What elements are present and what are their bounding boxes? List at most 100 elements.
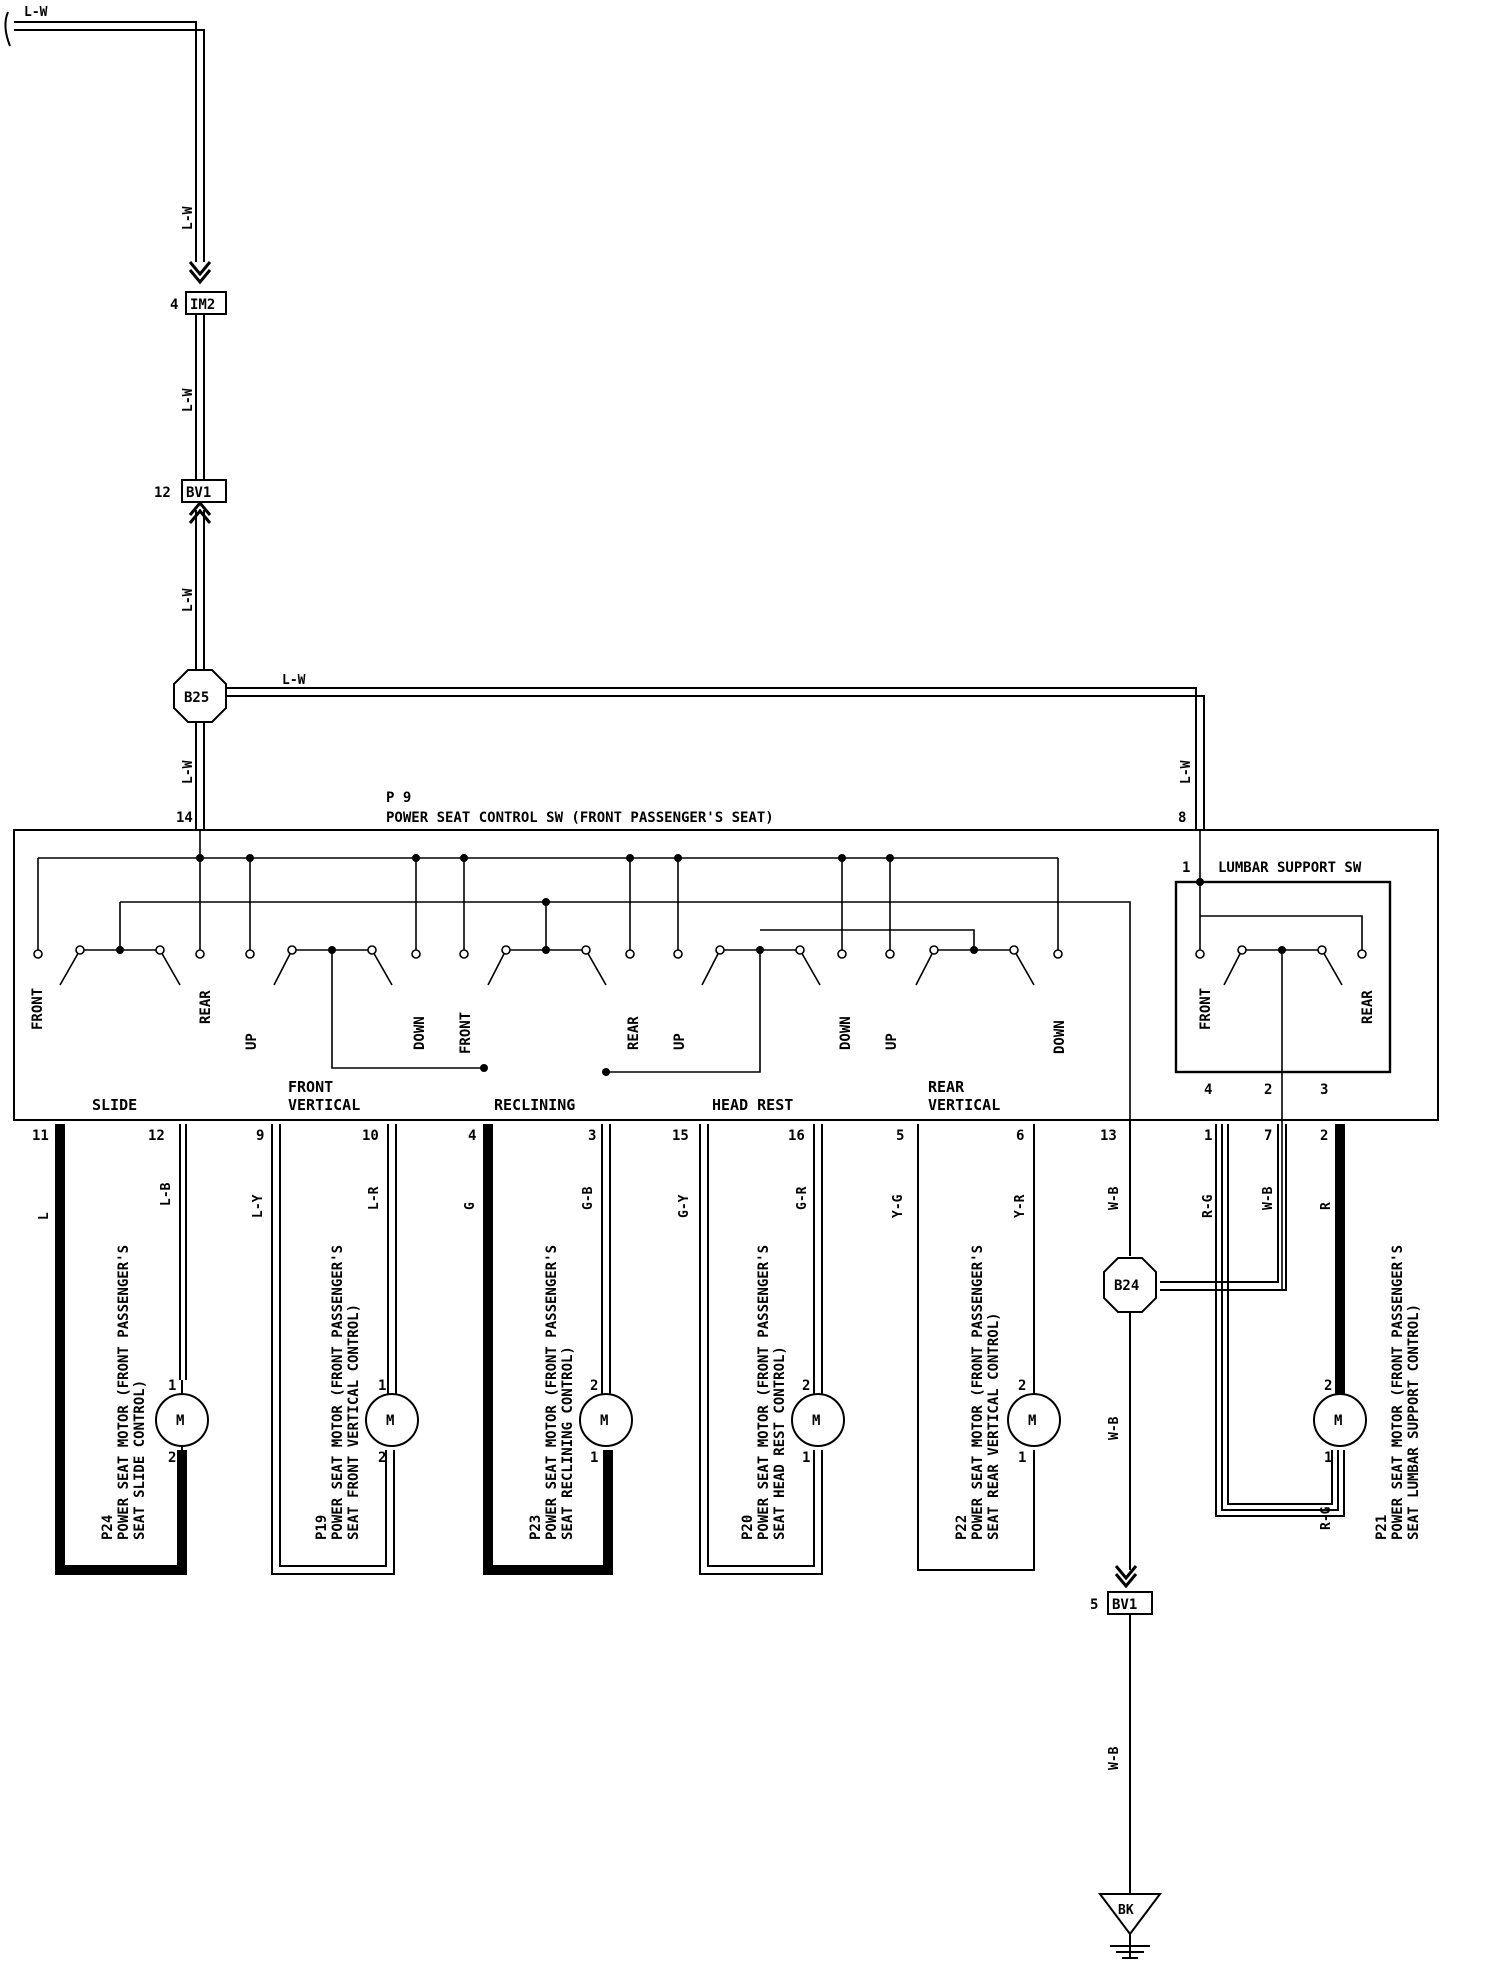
svg-text:2: 2 <box>1264 1082 1272 1098</box>
svg-text:DOWN: DOWN <box>1052 1020 1068 1054</box>
wire-label-lw: L-W <box>181 588 196 612</box>
svg-text:SEAT REAR VERTICAL CONTROL): SEAT REAR VERTICAL CONTROL) <box>986 1312 1002 1540</box>
svg-text:L-Y: L-Y <box>251 1194 266 1218</box>
svg-text:3: 3 <box>1320 1082 1328 1098</box>
svg-text:8: 8 <box>1178 810 1186 826</box>
svg-text:SEAT LUMBAR SUPPORT CONTROL): SEAT LUMBAR SUPPORT CONTROL) <box>1406 1304 1422 1540</box>
svg-text:2: 2 <box>378 1450 386 1466</box>
svg-text:1: 1 <box>168 1378 176 1394</box>
svg-text:7: 7 <box>1264 1128 1272 1144</box>
svg-text:Y-G: Y-G <box>891 1194 906 1218</box>
svg-text:FRONT: FRONT <box>1198 988 1214 1030</box>
svg-text:REAR: REAR <box>1360 990 1376 1024</box>
svg-text:9: 9 <box>256 1128 264 1144</box>
svg-text:B25: B25 <box>184 690 209 706</box>
junction-b25: B25 <box>173 669 227 723</box>
svg-text:UP: UP <box>672 1033 688 1050</box>
svg-text:G-B: G-B <box>581 1186 596 1210</box>
junction-b24: B24 <box>1103 1257 1157 1313</box>
svg-text:5: 5 <box>1090 1597 1098 1613</box>
svg-text:L-R: L-R <box>367 1186 382 1210</box>
svg-text:1: 1 <box>1018 1450 1026 1466</box>
svg-text:R-G: R-G <box>1201 1194 1216 1218</box>
svg-text:5: 5 <box>896 1128 904 1144</box>
svg-text:FRONT: FRONT <box>458 1012 474 1054</box>
svg-text:16: 16 <box>788 1128 805 1144</box>
svg-text:G: G <box>463 1202 478 1210</box>
svg-text:13: 13 <box>1100 1128 1117 1144</box>
svg-text:SLIDE: SLIDE <box>92 1096 137 1114</box>
motor-label-p20: P20 POWER SEAT MOTOR (FRONT PASSENGER'S … <box>740 1245 788 1540</box>
svg-text:BK: BK <box>1118 1903 1134 1918</box>
svg-text:M: M <box>386 1413 394 1429</box>
wire-label-lw: L-W <box>181 760 196 784</box>
svg-text:SEAT RECLINING CONTROL): SEAT RECLINING CONTROL) <box>560 1346 576 1540</box>
svg-text:15: 15 <box>672 1128 689 1144</box>
svg-text:P24: P24 <box>100 1515 116 1540</box>
svg-text:DOWN: DOWN <box>838 1016 854 1050</box>
motor-label-p22: P22 POWER SEAT MOTOR (FRONT PASSENGER'S … <box>954 1245 1002 1540</box>
wire-label-lw: L-W <box>282 673 306 688</box>
lumbar-support-switch: 1 LUMBAR SUPPORT SW FRONT REAR 4 2 3 <box>1174 830 1392 1290</box>
motor-circuit-p19 <box>271 1124 419 1575</box>
svg-text:POWER SEAT MOTOR (FRONT PASSEN: POWER SEAT MOTOR (FRONT PASSENGER'S <box>756 1245 772 1540</box>
svg-text:DOWN: DOWN <box>412 1016 428 1050</box>
svg-text:M: M <box>1028 1413 1036 1429</box>
motor-label-p23: P23 POWER SEAT MOTOR (FRONT PASSENGER'S … <box>528 1245 576 1540</box>
motor-symbols: M 1 2 M 1 2 M 2 1 M 2 1 M 2 1 M 2 1 <box>168 1378 1342 1466</box>
switch-contact-labels: FRONT REAR UP DOWN FRONT REAR UP DOWN UP… <box>30 988 1068 1054</box>
svg-text:SEAT HEAD REST CONTROL): SEAT HEAD REST CONTROL) <box>772 1346 788 1540</box>
svg-text:HEAD REST: HEAD REST <box>712 1096 793 1114</box>
svg-text:REAR: REAR <box>928 1078 965 1096</box>
motor-circuit-p21 <box>1160 1124 1367 1517</box>
svg-text:1: 1 <box>590 1450 598 1466</box>
svg-text:12: 12 <box>154 485 171 501</box>
svg-text:L: L <box>37 1212 52 1220</box>
svg-text:W-B: W-B <box>1261 1186 1276 1210</box>
svg-text:BV1: BV1 <box>186 485 211 501</box>
svg-text:P23: P23 <box>528 1515 544 1540</box>
bottom-wire-labels: L L-B L-Y L-R G G-B G-Y G-R Y-G Y-R W-B … <box>37 1182 1334 1770</box>
svg-text:P20: P20 <box>740 1515 756 1540</box>
switch-bottom-pins: 11 12 9 10 4 3 15 16 5 6 13 1 7 2 <box>32 1128 1328 1144</box>
svg-text:SEAT FRONT VERTICAL CONTROL): SEAT FRONT VERTICAL CONTROL) <box>346 1304 362 1540</box>
svg-text:M: M <box>600 1413 608 1429</box>
svg-text:2: 2 <box>1324 1378 1332 1394</box>
svg-text:2: 2 <box>802 1378 810 1394</box>
svg-text:14: 14 <box>176 810 193 826</box>
svg-text:W-B: W-B <box>1107 1416 1122 1440</box>
svg-text:G-R: G-R <box>795 1186 810 1210</box>
svg-text:10: 10 <box>362 1128 379 1144</box>
power-seat-switch: P 9 POWER SEAT CONTROL SW (FRONT PASSENG… <box>13 790 1439 1121</box>
wire-label-lw: L-W <box>181 388 196 412</box>
connector-bv1-bottom: BV1 5 <box>1090 1591 1153 1615</box>
switch-internal-bus <box>37 830 1131 1120</box>
connector-im2: IM2 4 <box>170 291 227 315</box>
svg-text:REAR: REAR <box>626 1016 642 1050</box>
svg-text:2: 2 <box>1018 1378 1026 1394</box>
svg-text:POWER SEAT MOTOR (FRONT PASSEN: POWER SEAT MOTOR (FRONT PASSENGER'S <box>544 1245 560 1540</box>
svg-text:P21: P21 <box>1374 1515 1390 1540</box>
motor-label-p21: P21 POWER SEAT MOTOR (FRONT PASSENGER'S … <box>1374 1245 1422 1540</box>
motor-circuit-p22 <box>917 1124 1061 1571</box>
svg-text:1: 1 <box>802 1450 810 1466</box>
motor-circuit-p23 <box>483 1124 633 1575</box>
svg-text:2: 2 <box>590 1378 598 1394</box>
motor-circuit-p20 <box>699 1124 845 1575</box>
motor-descriptions: P24 POWER SEAT MOTOR (FRONT PASSENGER'S … <box>100 1245 1422 1540</box>
svg-text:POWER SEAT MOTOR (FRONT PASSEN: POWER SEAT MOTOR (FRONT PASSENGER'S <box>116 1245 132 1540</box>
svg-text:L-B: L-B <box>159 1182 174 1206</box>
svg-text:1: 1 <box>378 1378 386 1394</box>
svg-text:3: 3 <box>588 1128 596 1144</box>
svg-text:W-B: W-B <box>1107 1746 1122 1770</box>
motor-label-p19: P19 POWER SEAT MOTOR (FRONT PASSENGER'S … <box>314 1245 362 1540</box>
top-wire-label: L-W <box>24 5 48 20</box>
svg-text:M: M <box>176 1413 184 1429</box>
svg-text:RECLINING: RECLINING <box>494 1096 575 1114</box>
switch-contacts <box>33 945 1063 959</box>
svg-text:BV1: BV1 <box>1112 1597 1137 1613</box>
ground-symbol: BK <box>1098 1893 1162 1959</box>
main-feed-wire <box>14 21 1205 830</box>
svg-text:4: 4 <box>1204 1082 1212 1098</box>
